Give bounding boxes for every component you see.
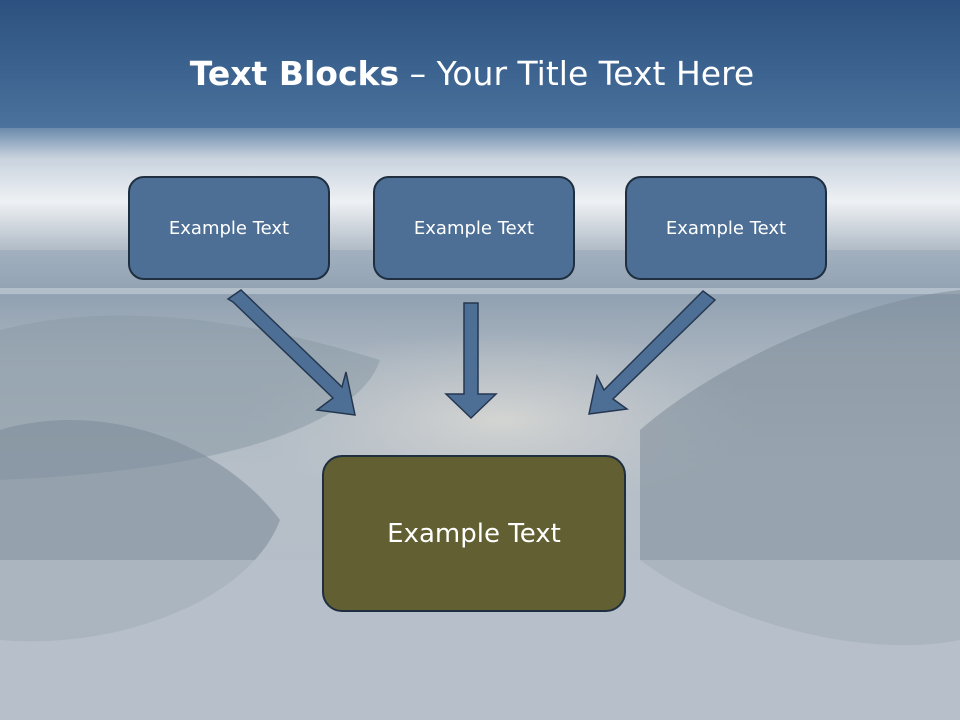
arrow-down <box>444 302 498 420</box>
example-text-box-main: Example Text <box>322 455 626 612</box>
box-label: Example Text <box>413 217 535 239</box>
example-text-box-center: Example Text <box>373 176 575 280</box>
arrow-down-left <box>588 290 717 415</box>
title-rest-text: – Your Title Text Here <box>399 54 755 93</box>
example-text-box-left: Example Text <box>128 176 330 280</box>
arrow-down-right <box>226 289 356 416</box>
slide-title: Text Blocks – Your Title Text Here <box>0 52 944 96</box>
box-label: Example Text <box>665 217 787 239</box>
example-text-box-right: Example Text <box>625 176 827 280</box>
title-bold-text: Text Blocks <box>189 54 400 93</box>
main-box-label: Example Text <box>387 518 561 549</box>
box-label: Example Text <box>168 217 290 239</box>
